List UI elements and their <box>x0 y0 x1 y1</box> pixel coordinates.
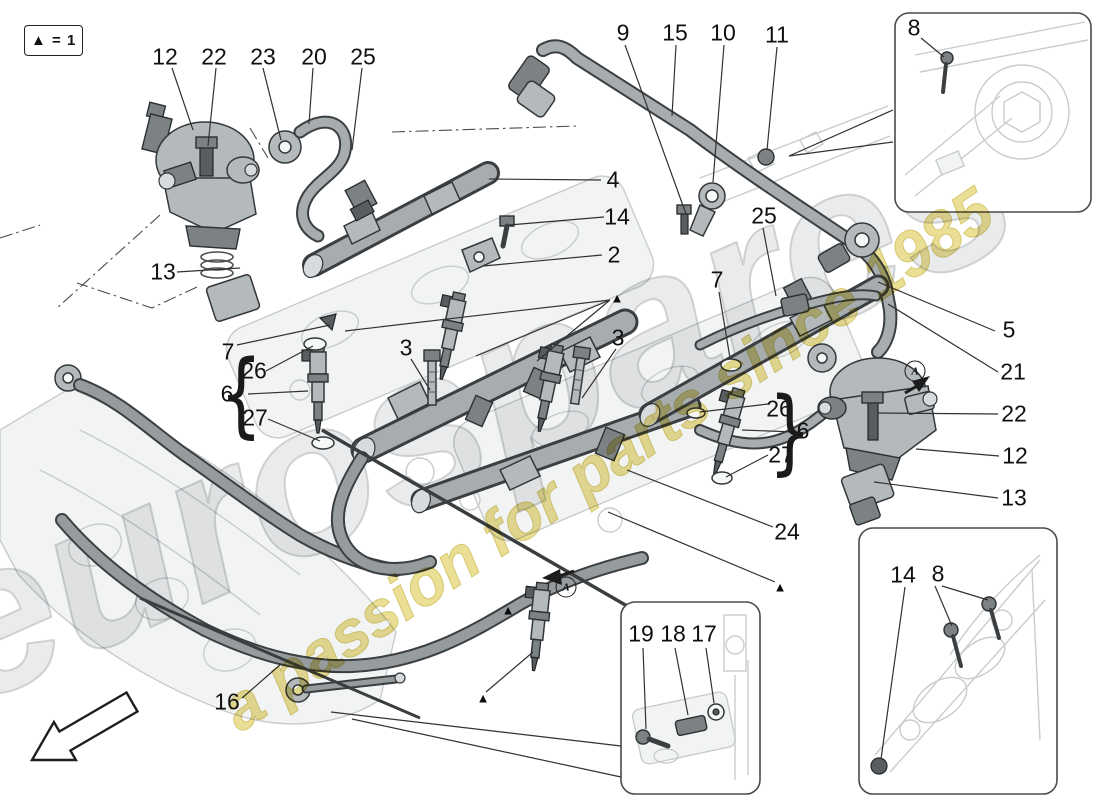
fuel-rail-left <box>302 161 515 279</box>
view-letter-A: A <box>555 576 577 598</box>
injector-clip-7 <box>318 313 337 332</box>
callout-20[interactable]: 20 <box>301 43 327 70</box>
callout-22[interactable]: 22 <box>1001 400 1027 427</box>
delivery-pipe-15 <box>508 39 898 359</box>
callout-6[interactable]: 6 <box>220 380 234 407</box>
callout-18[interactable]: 18 <box>660 620 686 647</box>
callout-16[interactable]: 16 <box>214 688 240 715</box>
callout-7[interactable]: 7 <box>710 266 724 293</box>
callout-5[interactable]: 5 <box>1002 316 1016 343</box>
thin-fuel-line <box>139 596 421 720</box>
callout-8[interactable]: 8 <box>907 14 921 41</box>
direction-arrow <box>29 690 140 762</box>
bolt-8 <box>940 51 954 65</box>
seal-washer-26 <box>686 407 706 419</box>
fuel-rail-right <box>638 222 890 427</box>
callout-12[interactable]: 12 <box>1002 442 1028 469</box>
callout-27[interactable]: 27 <box>768 441 794 468</box>
inset-detail-top-right <box>894 12 1092 213</box>
bolt-14 <box>870 757 888 775</box>
washer-screw-17 <box>707 703 725 721</box>
inset-detail-bottom-middle <box>620 601 761 795</box>
seal-washer-7 <box>720 358 742 372</box>
seal-washer-27 <box>711 471 733 485</box>
triangle-marker: ▲ <box>610 290 624 306</box>
callout-7[interactable]: 7 <box>221 338 235 365</box>
phantom-line <box>76 282 198 309</box>
callout-13[interactable]: 13 <box>150 258 176 285</box>
pump-bolt-22 <box>867 397 879 441</box>
seal-washer-26 <box>303 337 327 351</box>
callout-12[interactable]: 12 <box>152 43 178 70</box>
callout-22[interactable]: 22 <box>201 43 227 70</box>
rail-bolt-3 <box>569 345 592 406</box>
phantom-line <box>0 224 41 239</box>
callout-3[interactable]: 3 <box>611 324 625 351</box>
sleeve-18 <box>674 714 708 737</box>
callout-23[interactable]: 23 <box>250 43 276 70</box>
callout-8[interactable]: 8 <box>931 560 945 587</box>
callout-2[interactable]: 2 <box>607 241 621 268</box>
left-high-pressure-pump <box>141 101 261 322</box>
callout-24[interactable]: 24 <box>774 518 800 545</box>
callout-17[interactable]: 17 <box>691 620 717 647</box>
callout-6[interactable]: 6 <box>796 417 810 444</box>
callout-26[interactable]: 26 <box>766 395 792 422</box>
pump-spacer-13 <box>205 274 261 322</box>
callout-25[interactable]: 25 <box>751 202 777 229</box>
callout-14[interactable]: 14 <box>604 203 630 230</box>
triangle-marker: ▲ <box>773 579 787 595</box>
callout-26[interactable]: 26 <box>241 357 267 384</box>
leader-lines <box>171 44 1000 778</box>
callout-15[interactable]: 15 <box>662 19 688 46</box>
callout-10[interactable]: 10 <box>710 19 736 46</box>
phantom-line <box>391 125 578 133</box>
right-high-pressure-pump <box>817 357 938 526</box>
bolt-8 <box>981 596 1001 640</box>
callout-21[interactable]: 21 <box>1000 358 1026 385</box>
group-brace: } <box>768 377 812 485</box>
callout-11[interactable]: 11 <box>765 21 789 48</box>
loop-pipe-20 <box>293 115 353 243</box>
cam-cover-ghost-left <box>225 175 655 439</box>
callout-9[interactable]: 9 <box>616 19 630 46</box>
callout-27[interactable]: 27 <box>242 404 268 431</box>
callout-13[interactable]: 13 <box>1001 484 1027 511</box>
inset-detail-bottom-right <box>858 527 1058 795</box>
group-brace: { <box>219 340 263 448</box>
callout-4[interactable]: 4 <box>606 166 620 193</box>
phantom-line <box>249 127 269 159</box>
return-hose <box>54 364 403 577</box>
callout-19[interactable]: 19 <box>628 620 654 647</box>
legend-text: ▲ = 1 <box>31 32 77 49</box>
callout-14[interactable]: 14 <box>890 561 916 588</box>
callout-25[interactable]: 25 <box>350 43 376 70</box>
pipe-clamp-10 <box>689 182 726 237</box>
rail-bolt-3 <box>423 349 441 406</box>
view-letter-A: A <box>904 360 926 382</box>
bolt-19 <box>635 729 671 749</box>
loop-hose-lower <box>330 451 437 576</box>
legend-box: ▲ = 1 <box>24 25 84 56</box>
pipe-nut-11 <box>757 148 775 166</box>
callout-3[interactable]: 3 <box>399 334 413 361</box>
triangle-marker: ▲ <box>476 690 490 706</box>
triangle-marker: ▲ <box>501 602 515 618</box>
